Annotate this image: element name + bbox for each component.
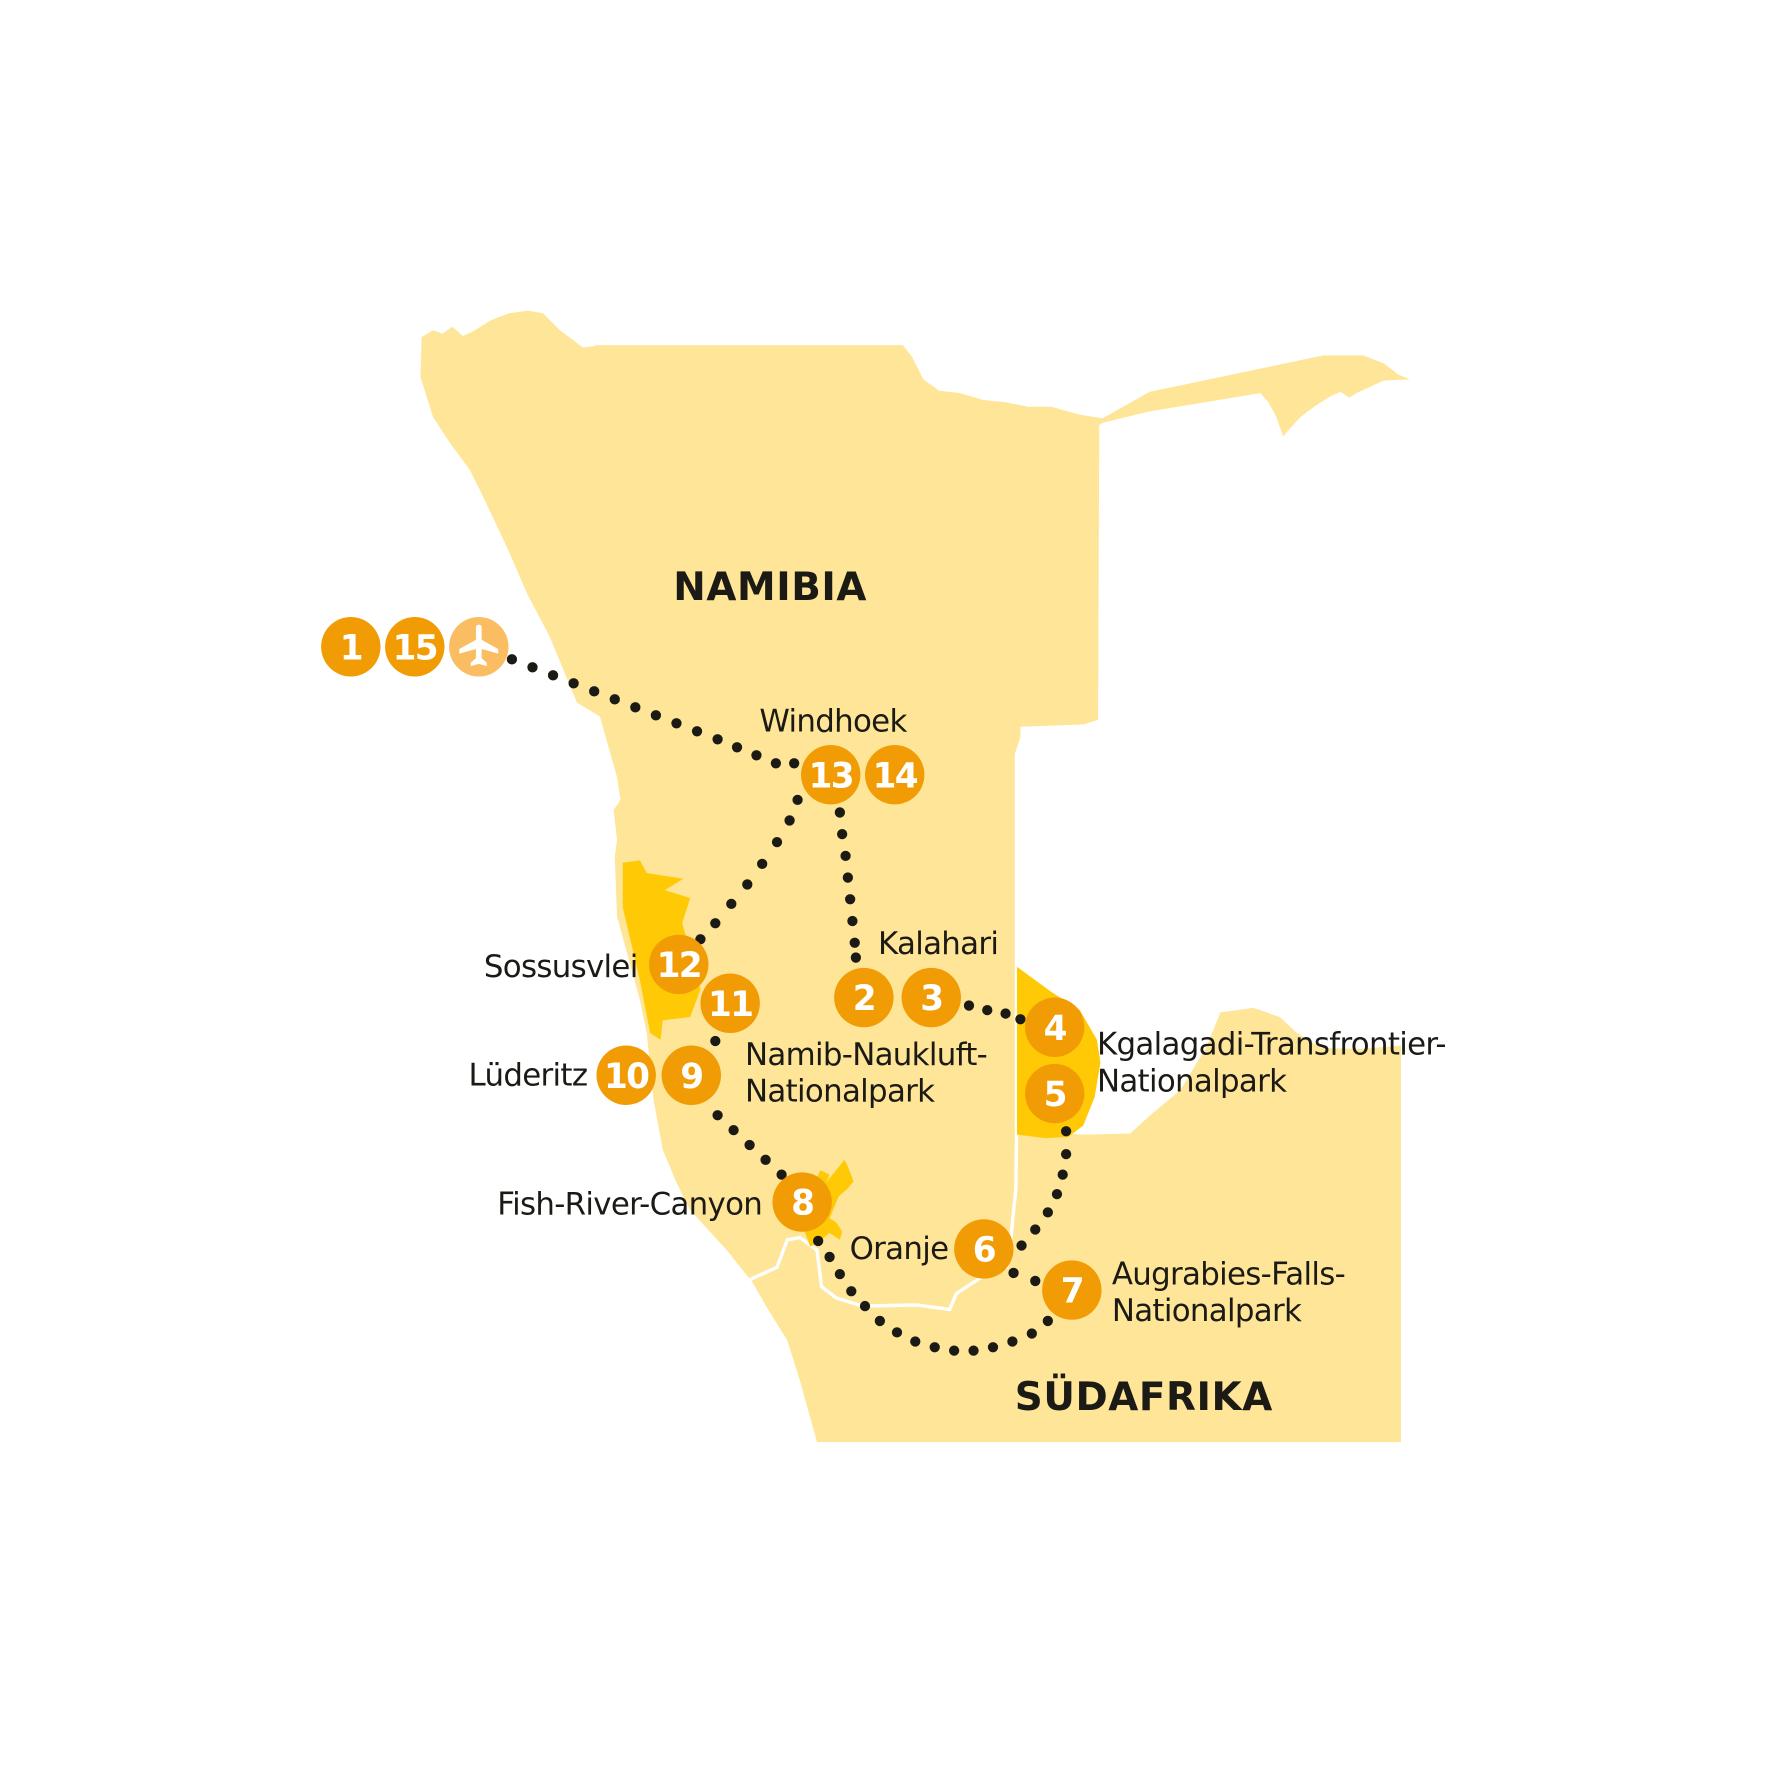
label-sossusvlei: Sossusvlei bbox=[484, 949, 638, 985]
airplane-icon bbox=[459, 624, 499, 667]
label-kgalagadi-1: Kgalagadi-Transfrontier- bbox=[1097, 1027, 1446, 1063]
marker-4[interactable]: 4 bbox=[1024, 997, 1085, 1057]
country-label-namibia: NAMIBIA bbox=[673, 565, 867, 610]
marker-6[interactable]: 6 bbox=[954, 1219, 1014, 1279]
label-kalahari: Kalahari bbox=[878, 926, 998, 962]
svg-text:15: 15 bbox=[393, 628, 437, 668]
marker-7[interactable]: 7 bbox=[1042, 1260, 1102, 1320]
svg-text:12: 12 bbox=[657, 946, 701, 986]
svg-text:9: 9 bbox=[680, 1057, 702, 1097]
label-luederitz: Lüderitz bbox=[469, 1058, 588, 1094]
svg-text:7: 7 bbox=[1061, 1272, 1083, 1312]
marker-5[interactable]: 5 bbox=[1024, 1063, 1085, 1124]
svg-text:1: 1 bbox=[340, 628, 362, 668]
svg-text:3: 3 bbox=[920, 979, 942, 1019]
label-namib-naukluft-2: Nationalpark bbox=[745, 1074, 935, 1110]
marker-2[interactable]: 2 bbox=[834, 967, 894, 1028]
marker-8[interactable]: 8 bbox=[772, 1172, 832, 1232]
country-label-south-africa: SÜDAFRIKA bbox=[1015, 1373, 1273, 1420]
marker-9[interactable]: 9 bbox=[661, 1045, 722, 1105]
svg-text:14: 14 bbox=[873, 756, 918, 796]
svg-text:6: 6 bbox=[973, 1231, 995, 1271]
svg-text:10: 10 bbox=[604, 1057, 649, 1097]
svg-text:5: 5 bbox=[1044, 1075, 1066, 1115]
airport-marker[interactable] bbox=[449, 617, 509, 677]
marker-13[interactable]: 13 bbox=[801, 745, 861, 805]
label-oranje: Oranje bbox=[850, 1231, 949, 1267]
marker-3[interactable]: 3 bbox=[901, 967, 961, 1028]
route-path bbox=[506, 654, 1072, 1356]
label-kgalagadi-2: Nationalpark bbox=[1097, 1063, 1287, 1099]
svg-text:8: 8 bbox=[791, 1184, 813, 1224]
marker-1[interactable]: 1 bbox=[321, 617, 381, 677]
marker-10[interactable]: 10 bbox=[596, 1045, 656, 1105]
svg-text:13: 13 bbox=[809, 756, 853, 796]
label-fish-river-canyon: Fish-River-Canyon bbox=[497, 1187, 762, 1223]
svg-text:2: 2 bbox=[853, 979, 875, 1019]
svg-text:11: 11 bbox=[708, 985, 752, 1025]
namibia-south-africa-border bbox=[748, 966, 1019, 1312]
label-windhoek: Windhoek bbox=[759, 703, 907, 739]
marker-15[interactable]: 15 bbox=[385, 617, 445, 677]
label-augrabies-1: Augrabies-Falls- bbox=[1112, 1256, 1345, 1292]
svg-text:4: 4 bbox=[1044, 1009, 1067, 1049]
marker-12[interactable]: 12 bbox=[649, 934, 709, 995]
label-namib-naukluft-1: Namib-Naukluft- bbox=[745, 1037, 987, 1073]
label-augrabies-2: Nationalpark bbox=[1112, 1293, 1302, 1329]
land-area bbox=[420, 310, 1411, 1443]
marker-11[interactable]: 11 bbox=[700, 973, 760, 1033]
marker-14[interactable]: 14 bbox=[865, 745, 925, 805]
